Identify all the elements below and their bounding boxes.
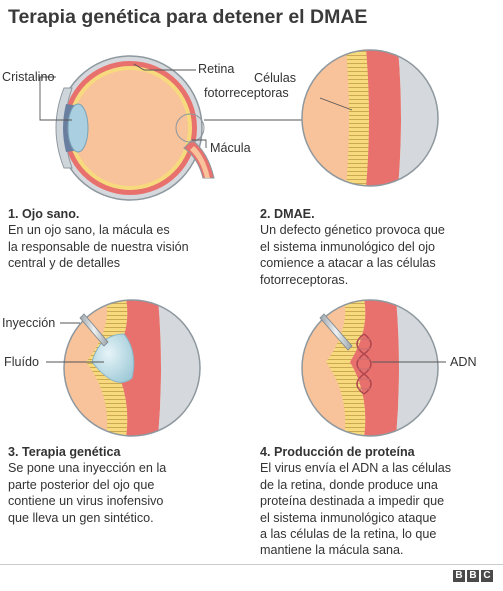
logo-letter-c: C [481, 570, 493, 582]
label-celulas-1: Células [254, 71, 296, 85]
label-fluido: Fluído [4, 355, 39, 369]
caption-step-2: 2. DMAE. Un defecto génetico provoca que… [260, 206, 500, 288]
bbc-logo: B B C [453, 570, 493, 582]
zoom-circle-4 [301, 299, 439, 437]
step-3-body: Se pone una inyección en la parte poster… [8, 461, 167, 525]
zoom-circle-3 [63, 299, 201, 437]
caption-step-4: 4. Producción de proteína El virus envía… [260, 444, 500, 559]
footer-divider [0, 564, 503, 565]
page-title: Terapia genética para detener el DMAE [8, 6, 368, 28]
label-macula: Mácula [210, 141, 251, 155]
step-1-body: En un ojo sano, la mácula es la responsa… [8, 223, 189, 271]
retina-zoom-injection [64, 300, 200, 436]
retina-zoom-dmae [302, 50, 438, 186]
step-3-heading: 3. Terapia genética [8, 445, 121, 459]
eye-cross-section [55, 55, 215, 201]
needle-icon [79, 313, 109, 347]
label-celulas-2: fotorreceptoras [204, 86, 289, 100]
label-adn: ADN [450, 355, 477, 369]
leader-lines-panel-1 [39, 63, 302, 148]
logo-letter-b2: B [467, 570, 479, 582]
leader-lines-panel-3 [46, 322, 104, 363]
step-1-heading: 1. Ojo sano. [8, 207, 80, 221]
step-2-heading: 2. DMAE. [260, 207, 315, 221]
logo-letter-b1: B [453, 570, 465, 582]
step-4-body: El virus envía el ADN a las células de l… [260, 461, 452, 558]
label-cristalino: Cristalino [2, 70, 55, 84]
leader-celulas [319, 97, 353, 111]
step-4-heading: 4. Producción de proteína [260, 445, 415, 459]
zoom-circle-2 [301, 49, 439, 187]
caption-step-3: 3. Terapia genética Se pone una inyecció… [8, 444, 248, 526]
retina-zoom-protein [302, 300, 438, 436]
label-retina: Retina [198, 62, 234, 76]
caption-step-1: 1. Ojo sano. En un ojo sano, la mácula e… [8, 206, 248, 272]
label-inyeccion: Inyección [2, 316, 55, 330]
step-2-body: Un defecto génetico provoca que el siste… [260, 223, 445, 287]
dna-helix-icon [356, 333, 372, 395]
needle-icon-2 [319, 313, 353, 351]
